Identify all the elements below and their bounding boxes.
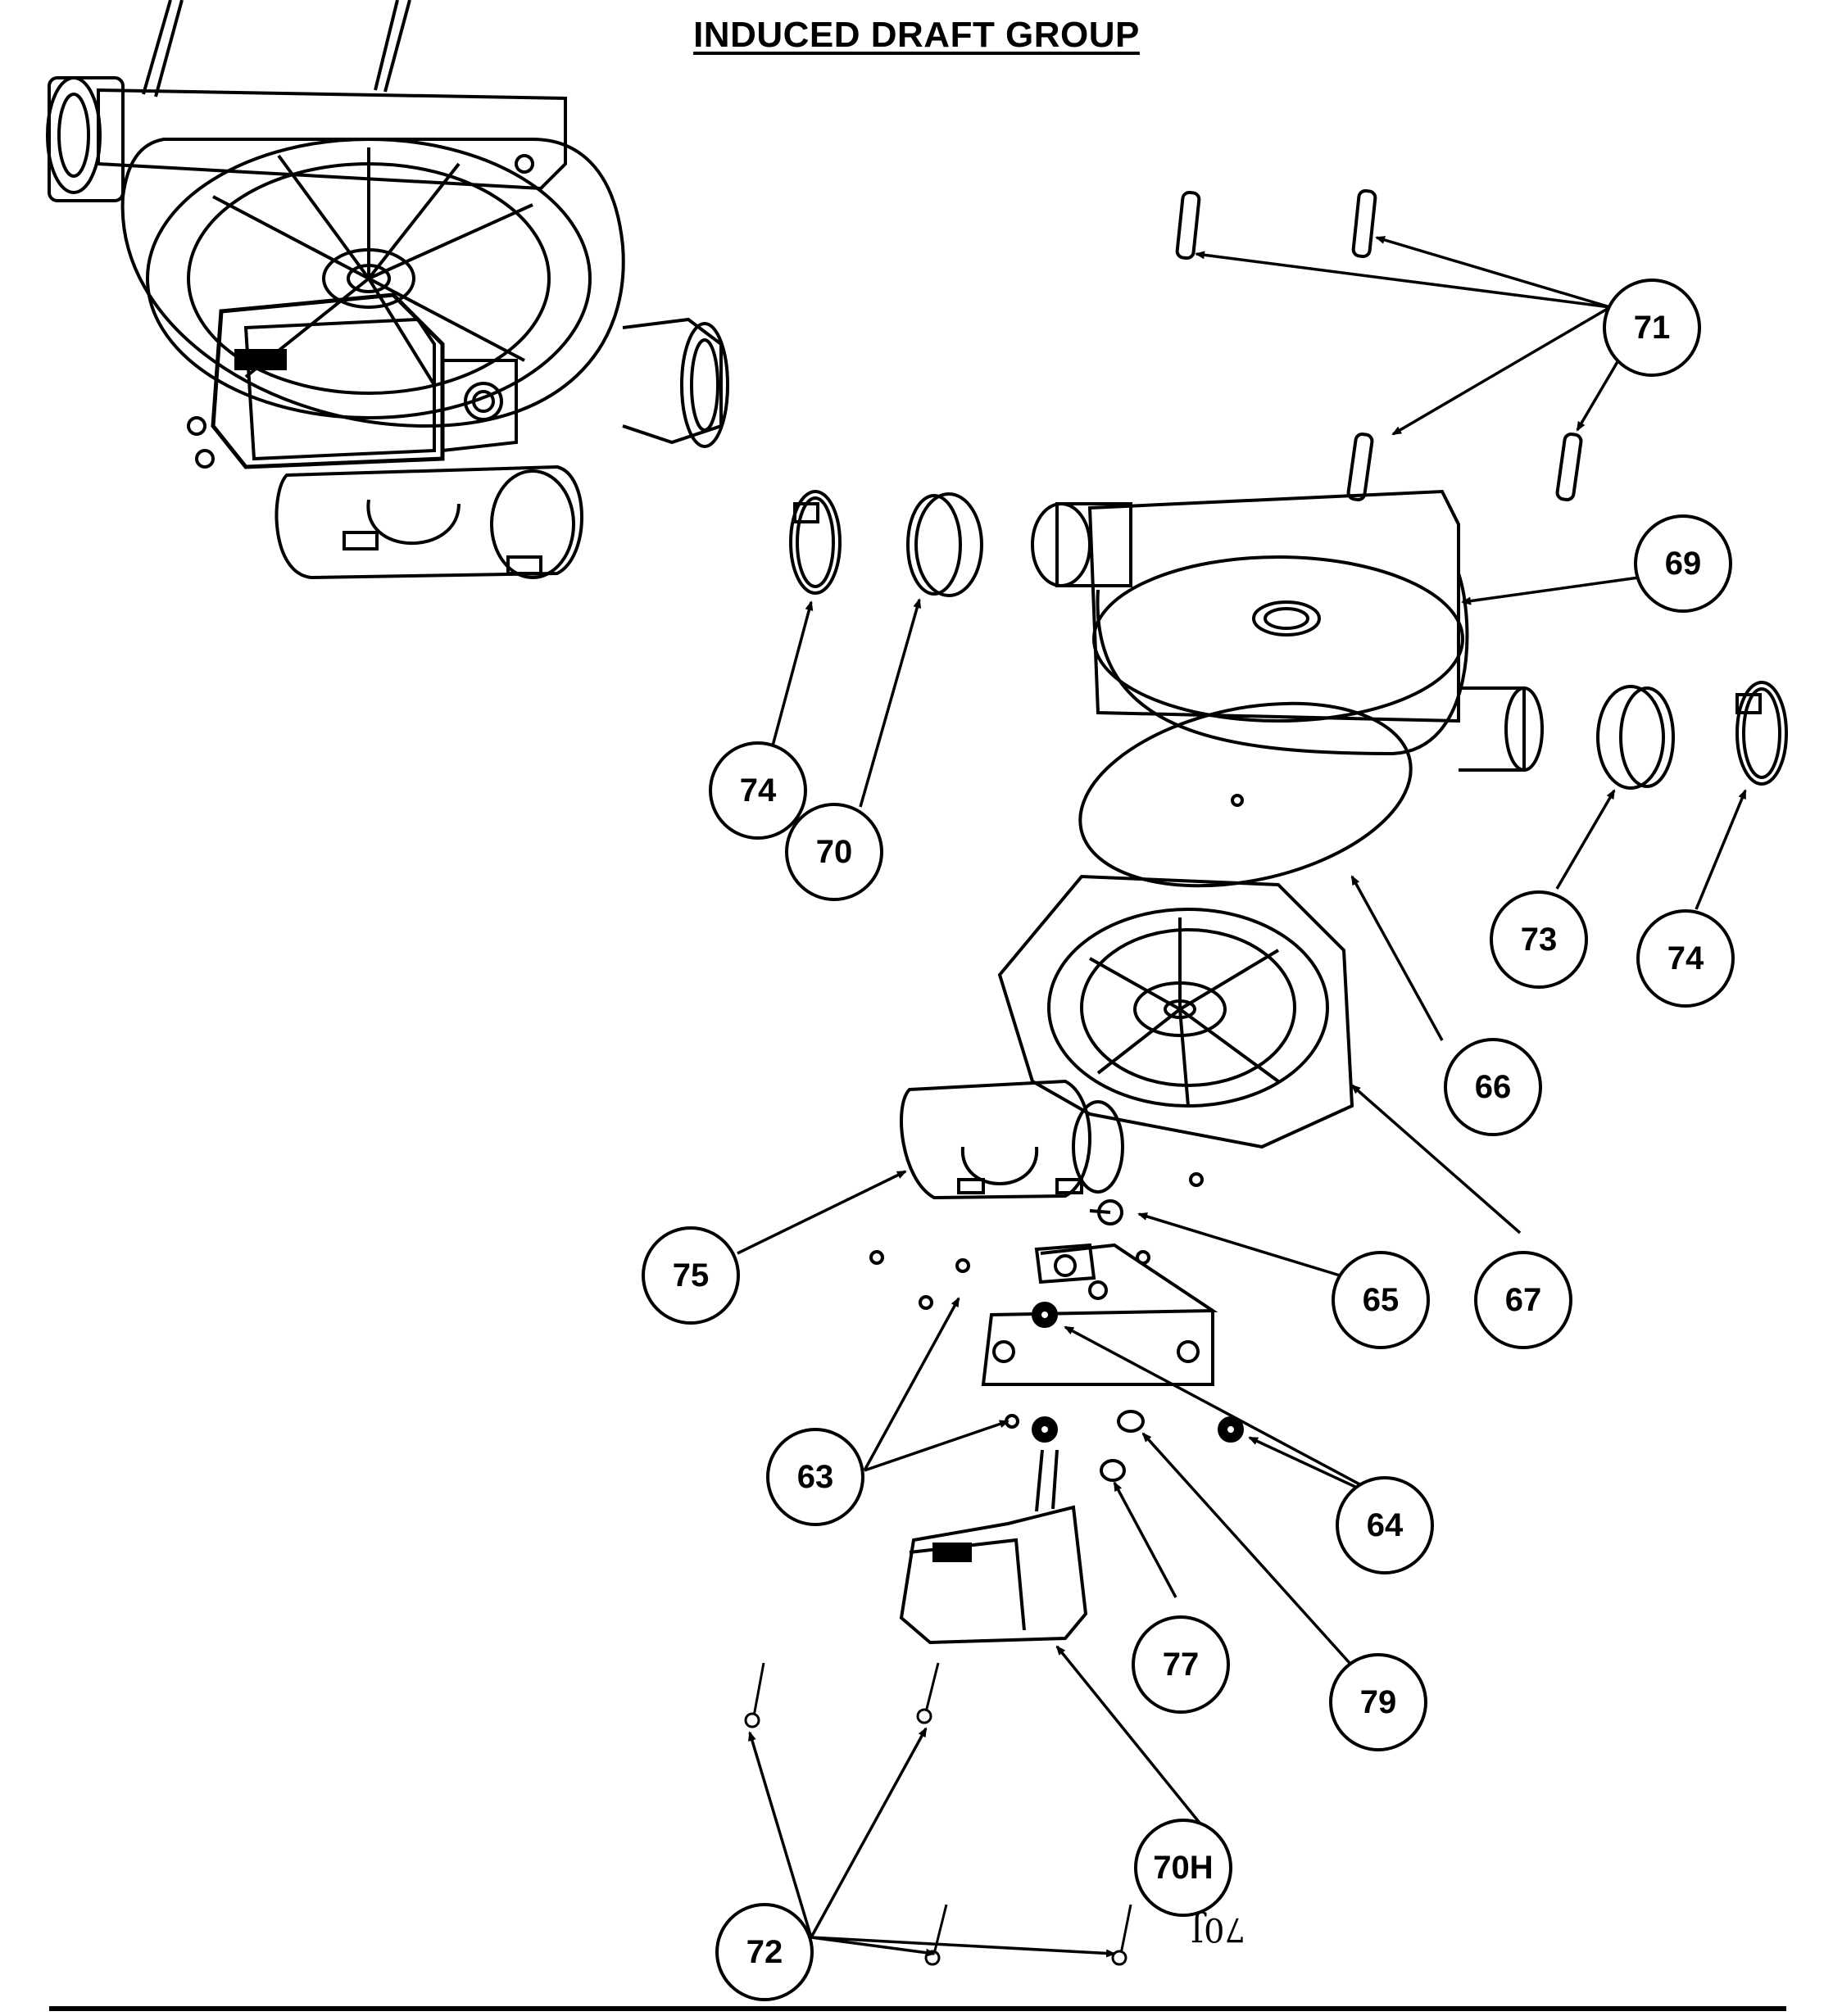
callout-64-circle: [1336, 1476, 1434, 1574]
handwritten-note: 70J: [1191, 1910, 1245, 1948]
callout-72-label: 72: [746, 1934, 783, 1970]
page-title: INDUCED DRAFT GROUP: [0, 15, 1833, 56]
page-title-text: INDUCED DRAFT GROUP: [693, 15, 1140, 55]
callout-65-circle: [1332, 1251, 1430, 1349]
callout-65-label: 65: [1363, 1282, 1400, 1318]
callout-75-label: 75: [673, 1257, 710, 1293]
callout-67-label: 67: [1505, 1282, 1542, 1318]
callout-66-label: 66: [1475, 1069, 1512, 1105]
wheel-66-illustration: [1078, 701, 1413, 888]
callout-70h-circle: [1134, 1819, 1232, 1917]
callout-69-label: 69: [1665, 546, 1702, 582]
callout-75-circle: [642, 1226, 740, 1325]
callout-63-circle: [766, 1428, 864, 1526]
leader-lines: [737, 236, 1747, 1958]
callout-63-label: 63: [797, 1459, 834, 1495]
callout-73-circle: [1490, 890, 1588, 989]
callout-71-label: 71: [1634, 310, 1671, 346]
housing-69-illustration: [1031, 489, 1544, 772]
motor-housing-75-illustration: [900, 1079, 1124, 1200]
callout-69-circle: [1634, 514, 1732, 613]
callout-70-circle: [785, 803, 883, 901]
pins-71-illustration: [1175, 188, 1583, 501]
callout-74b-label: 74: [1667, 940, 1704, 976]
callout-67-circle: [1474, 1251, 1572, 1349]
screws-72-illustration: [744, 1662, 1132, 1966]
callout-79-label: 79: [1360, 1684, 1397, 1720]
clamp-coupling-illustration: [789, 490, 1788, 790]
callout-77-label: 77: [1163, 1647, 1200, 1683]
assembled-blower-illustration: [46, 0, 729, 580]
callout-73-label: 73: [1521, 922, 1558, 958]
bracket-mounts-illustration: [869, 1172, 1244, 1482]
callout-70h-label: 70H: [1153, 1850, 1213, 1886]
callout-72-circle: [715, 1903, 814, 2001]
frame-67-illustration: [997, 874, 1354, 1149]
callout-74a-circle: [709, 741, 807, 840]
callout-70-label: 70: [816, 834, 853, 870]
callout-66-circle: [1444, 1038, 1542, 1136]
callout-79-circle: [1329, 1653, 1427, 1751]
callout-74b-circle: [1636, 909, 1735, 1008]
callout-77-circle: [1132, 1615, 1230, 1714]
callout-74a-label: 74: [740, 772, 777, 809]
motor-70h-illustration: [899, 1449, 1088, 1645]
callout-64-label: 64: [1367, 1507, 1404, 1543]
callout-71-circle: [1603, 279, 1701, 377]
